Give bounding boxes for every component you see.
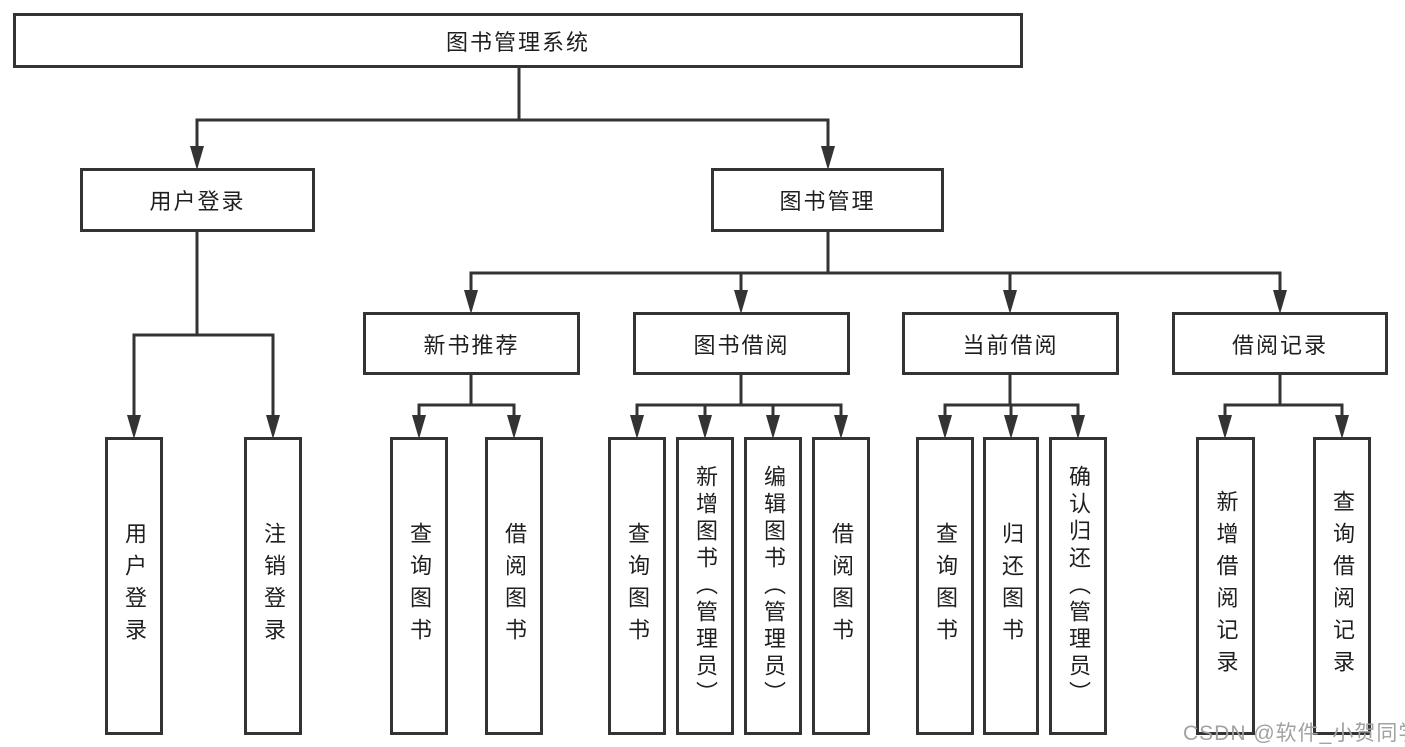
node-current-borrow: 当前借阅 — [902, 312, 1119, 375]
node-label: 借阅记录 — [1231, 332, 1328, 358]
node-label: 图书管理系统 — [445, 29, 590, 55]
leaf-label: 用户登录 — [122, 522, 147, 650]
leaf-label: 新增图书（管理员） — [693, 464, 718, 708]
leaf-edit-books-admin: 编辑图书（管理员） — [744, 437, 802, 735]
node-borrow-records: 借阅记录 — [1172, 312, 1388, 375]
leaf-query-books-current: 查询图书 — [916, 437, 974, 735]
leaf-borrow-books: 借阅图书 — [812, 437, 870, 735]
leaf-add-books-admin: 新增图书（管理员） — [676, 437, 734, 735]
leaf-label: 注销登录 — [261, 522, 286, 650]
leaf-confirm-return-admin: 确认归还（管理员） — [1049, 437, 1107, 735]
leaf-return-books: 归还图书 — [983, 437, 1039, 735]
leaf-label: 查询图书 — [625, 522, 650, 650]
leaf-label: 查询图书 — [407, 522, 432, 650]
leaf-query-books-borrow: 查询图书 — [608, 437, 666, 735]
leaf-add-borrow-record: 新增借阅记录 — [1196, 437, 1255, 735]
node-new-book-recommend: 新书推荐 — [363, 312, 580, 375]
node-label: 图书借阅 — [693, 332, 790, 358]
node-book-borrow: 图书借阅 — [633, 312, 850, 375]
node-user-login: 用户登录 — [80, 168, 315, 232]
node-label: 图书管理 — [779, 189, 876, 214]
node-library-management-system: 图书管理系统 — [13, 13, 1023, 68]
leaf-borrow-books-recommend: 借阅图书 — [485, 437, 543, 735]
leaf-label: 查询借阅记录 — [1330, 490, 1355, 682]
leaf-label: 新增借阅记录 — [1213, 490, 1239, 682]
leaf-query-books-recommend: 查询图书 — [390, 437, 448, 735]
leaf-logout: 注销登录 — [244, 437, 302, 735]
leaf-label: 查询图书 — [933, 522, 958, 650]
leaf-label: 借阅图书 — [502, 522, 527, 650]
node-label: 当前借阅 — [962, 332, 1059, 358]
leaf-label: 编辑图书（管理员） — [761, 464, 786, 708]
node-book-management: 图书管理 — [711, 168, 944, 232]
csdn-watermark: CSDN @软件_小贺同学 — [1183, 722, 1405, 745]
leaf-query-borrow-record: 查询借阅记录 — [1313, 437, 1371, 735]
leaf-label: 归还图书 — [999, 522, 1024, 650]
node-label: 用户登录 — [149, 189, 246, 214]
leaf-user-login: 用户登录 — [105, 437, 163, 735]
leaf-label: 确认归还（管理员） — [1066, 464, 1091, 708]
leaf-label: 借阅图书 — [829, 522, 854, 650]
node-label: 新书推荐 — [423, 332, 520, 358]
